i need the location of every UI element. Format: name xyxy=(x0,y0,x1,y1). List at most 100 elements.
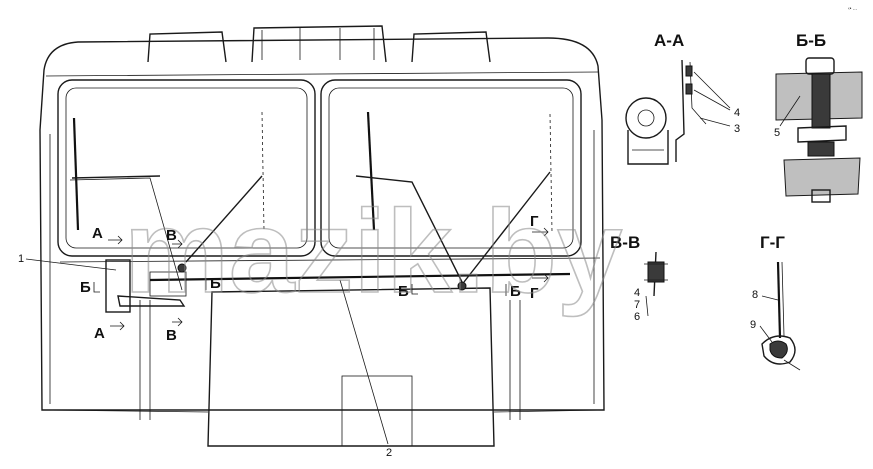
section-title-gg: Г-Г xyxy=(760,233,785,252)
aa-bracket xyxy=(675,59,685,162)
motor-crank xyxy=(117,295,186,307)
bb-nut-top xyxy=(805,57,835,75)
part-number-1: 1 xyxy=(18,253,24,265)
wiper-motor xyxy=(105,259,187,313)
bb-washer xyxy=(797,125,847,143)
aa-motor-body xyxy=(625,97,667,139)
gg-seal-profile xyxy=(761,335,796,365)
roof-center-ribs xyxy=(261,28,375,60)
corner-mark: ‹• ... xyxy=(848,6,857,12)
motor-housing xyxy=(105,259,131,313)
cut-arrow-v-top xyxy=(172,239,183,249)
gg-blade-edge xyxy=(781,261,785,337)
gg-blade xyxy=(776,261,782,339)
watermark: mazik.by xyxy=(124,186,622,318)
vv-part-number-6: 6 xyxy=(634,311,640,323)
gg-leader-8 xyxy=(761,295,779,301)
motor-bracket xyxy=(149,271,187,297)
section-title-vv: В-В xyxy=(610,233,640,252)
cut-mark-b-left: Б xyxy=(80,279,91,296)
lower-pillars xyxy=(139,300,521,420)
cut-marks: А А В В Б Б Б Б Г Г xyxy=(80,213,549,344)
gg-seal-core xyxy=(769,340,788,359)
cut-mark-a-top: А xyxy=(92,225,103,242)
aa-motor-base xyxy=(627,130,669,165)
cab-front-view xyxy=(39,25,605,447)
grille-panel xyxy=(207,287,495,447)
roof-edge-line xyxy=(45,71,599,77)
cut-mark-g-top: Г xyxy=(530,213,539,230)
wiper-arm-right-2 xyxy=(463,171,551,283)
cut-mark-v-top: В xyxy=(166,227,177,244)
roof-bump-right xyxy=(411,31,491,63)
cut-arrow-b-right xyxy=(411,284,418,295)
aa-part-number-3: 3 xyxy=(734,123,740,135)
cut-arrow-g-top xyxy=(532,227,549,237)
gg-part-number-9: 9 xyxy=(750,319,756,331)
section-vv: В-В 4 7 6 xyxy=(610,233,668,323)
leader-part-2 xyxy=(339,279,389,445)
vv-part-number-4: 4 xyxy=(634,287,640,299)
cut-arrow-g-bottom xyxy=(532,273,549,283)
wiper-arm-bar-left xyxy=(71,175,161,179)
cab-side-lines xyxy=(49,130,595,404)
cab-outline xyxy=(39,37,605,411)
cut-mark-a-bottom: А xyxy=(94,325,105,342)
wiper-link-rod xyxy=(149,272,571,282)
aa-clip-2 xyxy=(685,83,693,95)
gg-glass-edge xyxy=(783,359,801,371)
cut-mark-b-left2: Б xyxy=(210,275,221,292)
cut-arrow-a-top xyxy=(108,235,123,245)
leader-part-1 xyxy=(25,258,117,271)
roof-center-box xyxy=(251,25,387,63)
bb-lower-block xyxy=(783,157,861,197)
wiper-arm-right-1 xyxy=(355,175,463,283)
wiper-blade-right-parked xyxy=(366,111,376,231)
vv-part-number-7: 7 xyxy=(634,299,640,311)
cut-arrow-b-left xyxy=(93,282,100,293)
bb-shaft xyxy=(811,73,831,129)
aa-part-number-4: 4 xyxy=(734,107,740,119)
vv-leader-stack xyxy=(645,295,649,317)
main-view-callouts: 1 2 xyxy=(18,253,392,459)
cut-mark-b-right: Б xyxy=(398,283,409,300)
wiper-left-driver xyxy=(69,111,265,291)
section-bb: Б-Б 5 xyxy=(774,31,863,203)
cut-arrow-v-bottom xyxy=(172,317,183,327)
wiper-blade-left-parked xyxy=(72,117,80,231)
windshield-left-inner xyxy=(65,87,308,249)
wiper-right-passenger xyxy=(355,111,553,291)
vv-washers xyxy=(644,263,668,281)
bumper-line xyxy=(41,409,605,413)
bb-leader-5 xyxy=(779,95,801,127)
gg-leader-9 xyxy=(759,325,773,343)
section-title-bb: Б-Б xyxy=(796,31,826,50)
aa-motor-shaft xyxy=(637,109,655,127)
lower-hatch xyxy=(341,375,413,447)
cut-mark-b-right2: Б xyxy=(510,283,521,300)
wiper-blade-right-sweep xyxy=(549,113,553,233)
belt-line xyxy=(59,257,601,263)
section-title-aa: А-А xyxy=(654,31,684,50)
bb-nut-bottom xyxy=(807,141,835,157)
wiper-blade-left-sweep xyxy=(261,111,265,231)
aa-leader-4 xyxy=(693,71,731,111)
windshield-left-outer xyxy=(57,79,316,257)
wiper-arm-left-1 xyxy=(69,177,183,291)
cut-mark-g-bottom: Г xyxy=(530,285,539,302)
roof-bump-left xyxy=(147,31,227,63)
cut-mark-v-bottom: В xyxy=(166,327,177,344)
part-number-2: 2 xyxy=(386,447,392,459)
section-aa: А-А 4 3 xyxy=(625,31,740,165)
windshield-right-outer xyxy=(320,79,582,257)
wiper-arm-left-2 xyxy=(185,175,263,263)
vv-nut xyxy=(647,261,665,283)
aa-clip-1 xyxy=(685,65,693,77)
section-gg: Г-Г 8 9 xyxy=(750,233,801,371)
gg-part-number-8: 8 xyxy=(752,289,758,301)
aa-leader-3 xyxy=(699,117,731,127)
bb-bolt-end xyxy=(811,189,831,203)
cut-arrow-a-bottom xyxy=(110,321,125,331)
bb-part-number-5: 5 xyxy=(774,127,780,139)
